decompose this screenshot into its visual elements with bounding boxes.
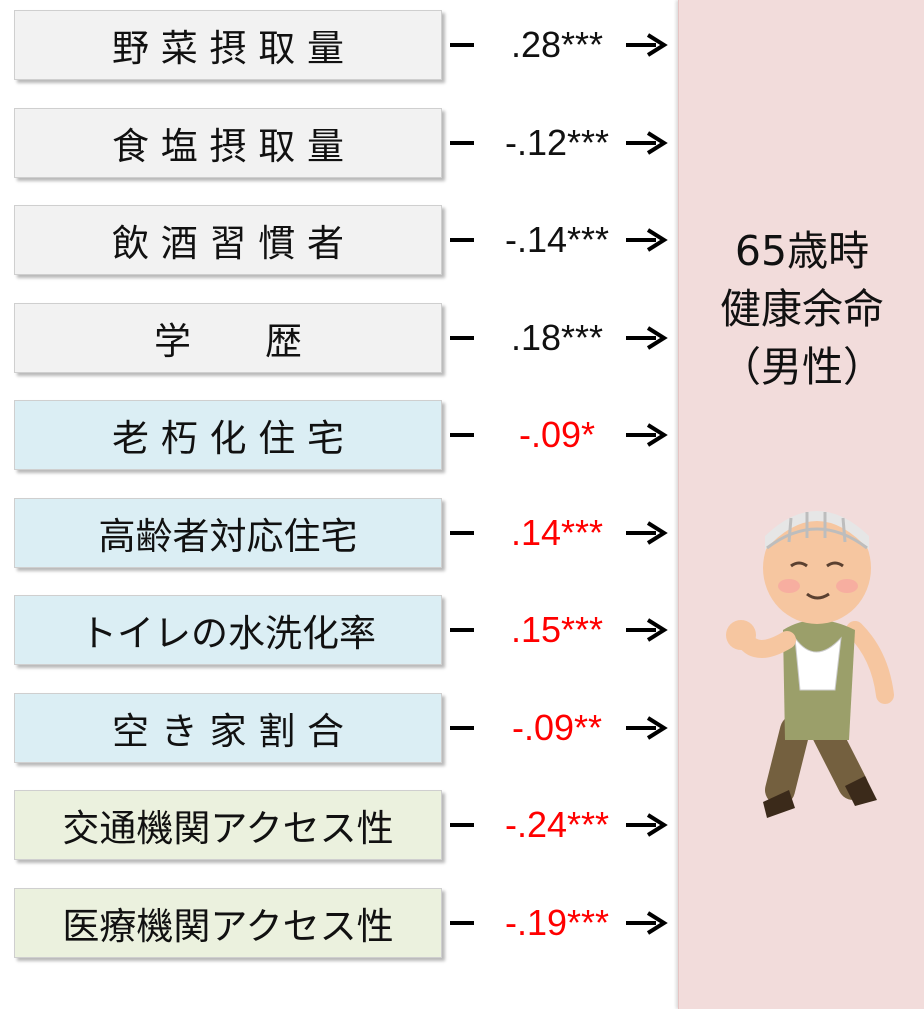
coefficient-label: -.09** bbox=[511, 707, 603, 748]
path-arrow bbox=[450, 326, 668, 350]
factor-box: 高齢者対応住宅 bbox=[14, 498, 442, 568]
factor-box: トイレの水洗化率 bbox=[14, 595, 442, 665]
factor-label: 老 朽 化 住 宅 bbox=[111, 417, 345, 460]
factor-label: トイレの水洗化率 bbox=[80, 612, 376, 655]
factor-label: 学 歴 bbox=[154, 320, 302, 363]
path-arrow bbox=[450, 618, 668, 642]
coefficient-label: .15*** bbox=[510, 609, 604, 650]
factor-box: 交通機関アクセス性 bbox=[14, 790, 442, 860]
path-arrow bbox=[450, 716, 668, 740]
coefficient-label: -.24*** bbox=[504, 804, 610, 845]
elderly-man-walking-icon bbox=[726, 511, 894, 818]
factor-label: 野 菜 摂 取 量 bbox=[111, 27, 345, 70]
path-arrow bbox=[450, 423, 668, 447]
coefficient-label: .18*** bbox=[510, 317, 604, 358]
outcome-line-2: 健康余命 bbox=[720, 285, 884, 333]
factor-label: 高齢者対応住宅 bbox=[98, 515, 358, 558]
factor-label: 交通機関アクセス性 bbox=[62, 807, 394, 850]
coefficient-label: -.14*** bbox=[504, 219, 610, 260]
coefficient-label: -.19*** bbox=[504, 902, 610, 943]
path-arrow bbox=[450, 813, 668, 837]
factor-box: 空 き 家 割 合 bbox=[14, 693, 442, 763]
coefficient-label: .14*** bbox=[510, 512, 604, 553]
path-arrow bbox=[450, 521, 668, 545]
factor-box: 学 歴 bbox=[14, 303, 442, 373]
coefficient-label: .28*** bbox=[510, 24, 604, 65]
factor-box: 飲 酒 習 慣 者 bbox=[14, 205, 442, 275]
factor-box: 食 塩 摂 取 量 bbox=[14, 108, 442, 178]
factor-box: 野 菜 摂 取 量 bbox=[14, 10, 442, 80]
path-arrow bbox=[450, 131, 668, 155]
factor-label: 医療機関アクセス性 bbox=[62, 905, 394, 948]
factor-box: 医療機関アクセス性 bbox=[14, 888, 442, 958]
path-arrow bbox=[450, 228, 668, 252]
factor-label: 飲 酒 習 慣 者 bbox=[111, 222, 345, 265]
outcome-line-3: （男性） bbox=[720, 343, 884, 391]
outcome-panel: 65歳時 健康余命 （男性） bbox=[678, 0, 924, 1009]
coefficient-label: -.12*** bbox=[504, 122, 610, 163]
factor-box: 老 朽 化 住 宅 bbox=[14, 400, 442, 470]
factor-label: 食 塩 摂 取 量 bbox=[111, 125, 345, 168]
path-arrow bbox=[450, 33, 668, 57]
coefficient-label: -.09* bbox=[518, 414, 596, 455]
outcome-label: 65歳時 健康余命 （男性） bbox=[679, 222, 924, 396]
outcome-line-1: 65歳時 bbox=[734, 227, 870, 275]
factor-label: 空 き 家 割 合 bbox=[111, 710, 345, 753]
path-arrow bbox=[450, 911, 668, 935]
